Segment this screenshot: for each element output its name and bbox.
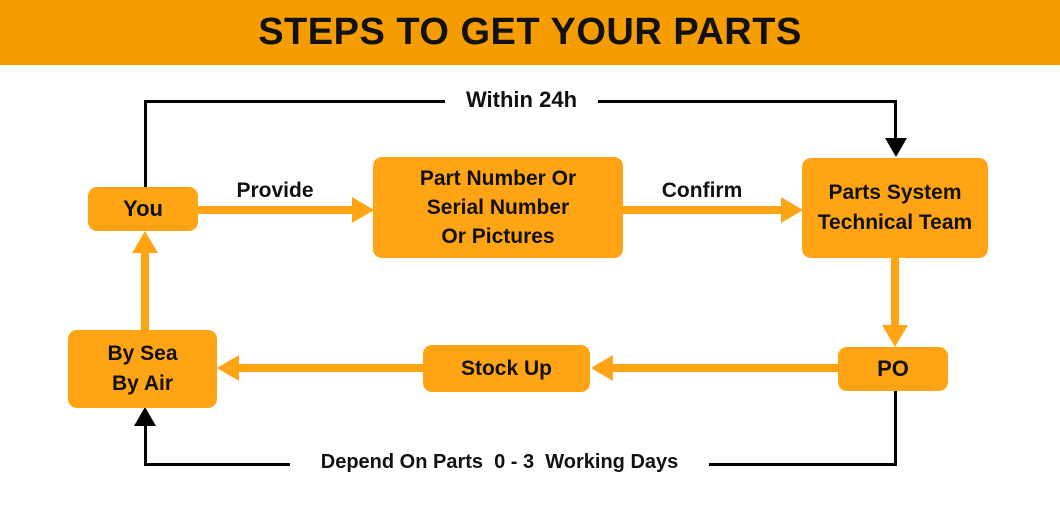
within-24h-label: Within 24h	[465, 87, 578, 112]
node-po: PO	[838, 347, 948, 391]
node-parts-system-team-label: Parts System Technical Team	[817, 181, 973, 234]
within24h-line-right-vertical	[894, 100, 897, 140]
team-to-po-arrow-shaft	[891, 258, 899, 325]
arrow-down-icon	[885, 138, 907, 157]
arrow-right-icon	[781, 197, 803, 223]
depend-line-right-horizontal	[709, 463, 896, 466]
confirm-label: Confirm	[661, 179, 743, 202]
depend-line-right-vertical	[894, 391, 897, 466]
node-po-label: PO	[877, 356, 909, 381]
depend-line-left-vertical	[144, 425, 147, 466]
arrow-down-icon	[882, 325, 908, 347]
node-part-number-label: Part Number Or Serial Number Or Pictures	[419, 167, 577, 248]
node-by-sea-by-air-label: By Sea By Air	[107, 342, 178, 395]
arrow-left-icon	[591, 355, 613, 381]
within24h-line-left-vertical	[144, 100, 147, 187]
node-stock-up-label: Stock Up	[460, 356, 552, 380]
node-you-label: You	[123, 196, 163, 221]
po-to-stockup-arrow-shaft	[613, 364, 838, 372]
arrow-left-icon	[217, 355, 239, 381]
page-title: STEPS TO GET YOUR PARTS	[258, 11, 802, 53]
stockup-to-sea-arrow-shaft	[239, 364, 423, 372]
node-part-number: Part Number Or Serial Number Or Pictures	[373, 157, 623, 258]
node-by-sea-by-air: By Sea By Air	[68, 330, 217, 408]
node-you: You	[88, 187, 198, 231]
arrow-right-icon	[352, 197, 374, 223]
node-parts-system-team: Parts System Technical Team	[802, 158, 988, 258]
arrow-up-icon	[132, 231, 158, 253]
within24h-line-left-horizontal	[144, 100, 445, 103]
depend-days-label: Depend On Parts 0 - 3 Working Days	[320, 451, 679, 473]
sea-to-you-arrow-shaft	[141, 252, 149, 330]
provide-arrow-shaft	[198, 206, 352, 214]
title-banner: STEPS TO GET YOUR PARTS	[0, 0, 1060, 65]
confirm-arrow-shaft	[623, 206, 781, 214]
provide-label: Provide	[236, 179, 314, 202]
depend-line-left-horizontal	[144, 463, 290, 466]
within24h-line-right-horizontal	[598, 100, 896, 103]
node-stock-up: Stock Up	[423, 345, 590, 392]
arrow-up-icon	[134, 407, 156, 426]
